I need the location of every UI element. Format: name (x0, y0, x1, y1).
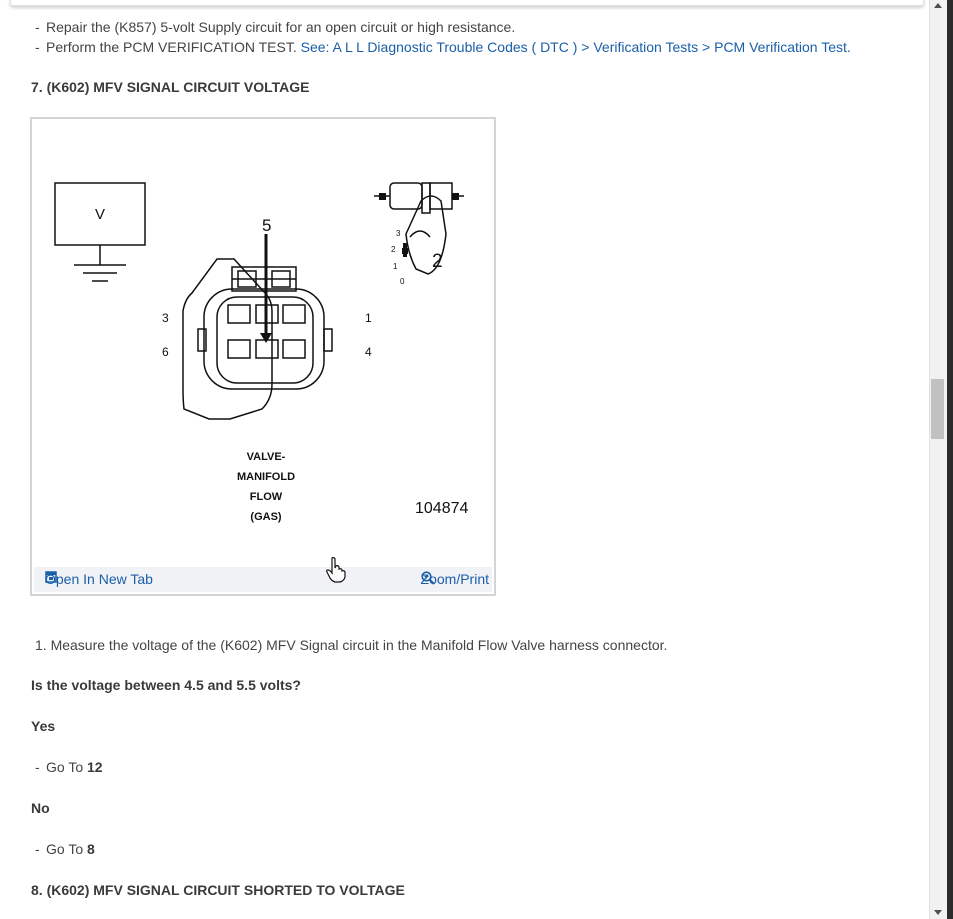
open-in-new-tab-button[interactable]: Open In New Tab (45, 571, 153, 587)
component-name-line-3: FLOW (249, 491, 283, 503)
key-position-1: 1 (393, 262, 398, 271)
key-position-3: 3 (396, 229, 401, 238)
verification-test-link[interactable]: See: A L L Diagnostic Trouble Codes ( DT… (300, 39, 851, 55)
open-in-new-tab-label: Open In New Tab (45, 571, 153, 587)
connector-outer (182, 258, 273, 420)
voltmeter-label: V (95, 206, 106, 223)
bullet-verification-text: Perform the PCM VERIFICATION TEST. (46, 39, 301, 55)
scroll-down-arrow-icon[interactable] (934, 910, 942, 915)
ignition-key-shape (405, 195, 447, 275)
no-goto: -Go To 8 (35, 841, 95, 857)
yes-goto-step-link[interactable]: 12 (87, 759, 103, 775)
key-position-0: 0 (400, 277, 405, 286)
figure-number: 104874 (415, 500, 469, 517)
question-text: Is the voltage between 4.5 and 5.5 volts… (31, 677, 301, 693)
figure-footer: Open In New Tab Zoom/Print (34, 567, 492, 592)
scroll-up-arrow-icon[interactable] (934, 3, 942, 8)
connector-diagram (54, 182, 464, 420)
component-name-line-1: VALVE- (246, 451, 286, 463)
yes-goto-text: Go To (46, 759, 84, 775)
pin-3-label: 3 (162, 311, 169, 325)
bullet-repair-text: Repair the (K857) 5-volt Supply circuit … (46, 19, 516, 35)
key-state-label: 2 (432, 251, 443, 272)
content-page: -Repair the (K857) 5-volt Supply circuit… (0, 0, 929, 919)
step-1-text: 1. Measure the voltage of the (K602) MFV… (35, 637, 668, 653)
no-label: No (31, 800, 50, 816)
component-name-line-2: MANIFOLD (236, 471, 296, 483)
zoom-print-label: Zoom/Print (420, 571, 489, 587)
no-goto-step-link[interactable]: 8 (87, 841, 95, 857)
scrollbar-thumb[interactable] (931, 379, 944, 439)
pin-5-callout: 5 (262, 216, 272, 235)
pin-6-label: 6 (162, 345, 169, 359)
bullet-verification: -Perform the PCM VERIFICATION TEST. See:… (35, 39, 851, 55)
magnifier-icon (420, 571, 435, 585)
yes-goto: -Go To 12 (35, 759, 103, 775)
component-name: VALVE- MANIFOLD FLOW (GAS) (218, 447, 314, 527)
new-tab-icon (45, 571, 57, 583)
window-edge (947, 0, 953, 919)
connector-figure: V 5 3 6 1 4 3 2 1 0 2 VALVE- MANIFOLD FL… (30, 117, 496, 596)
section-7-heading: 7. (K602) MFV SIGNAL CIRCUIT VOLTAGE (31, 79, 310, 95)
bullet-repair: -Repair the (K857) 5-volt Supply circuit… (35, 19, 516, 35)
pin-4-label: 4 (365, 345, 372, 359)
key-position-2: 2 (391, 245, 396, 254)
hand-cursor-icon (326, 557, 346, 583)
pin-1-label: 1 (365, 311, 372, 325)
no-goto-text: Go To (46, 841, 84, 857)
section-8-heading: 8. (K602) MFV SIGNAL CIRCUIT SHORTED TO … (31, 882, 405, 898)
vertical-scrollbar[interactable] (929, 0, 947, 919)
component-name-line-4: (GAS) (250, 511, 282, 523)
zoom-print-button[interactable]: Zoom/Print (421, 571, 489, 587)
yes-label: Yes (31, 718, 56, 734)
previous-section-card (10, 0, 924, 6)
